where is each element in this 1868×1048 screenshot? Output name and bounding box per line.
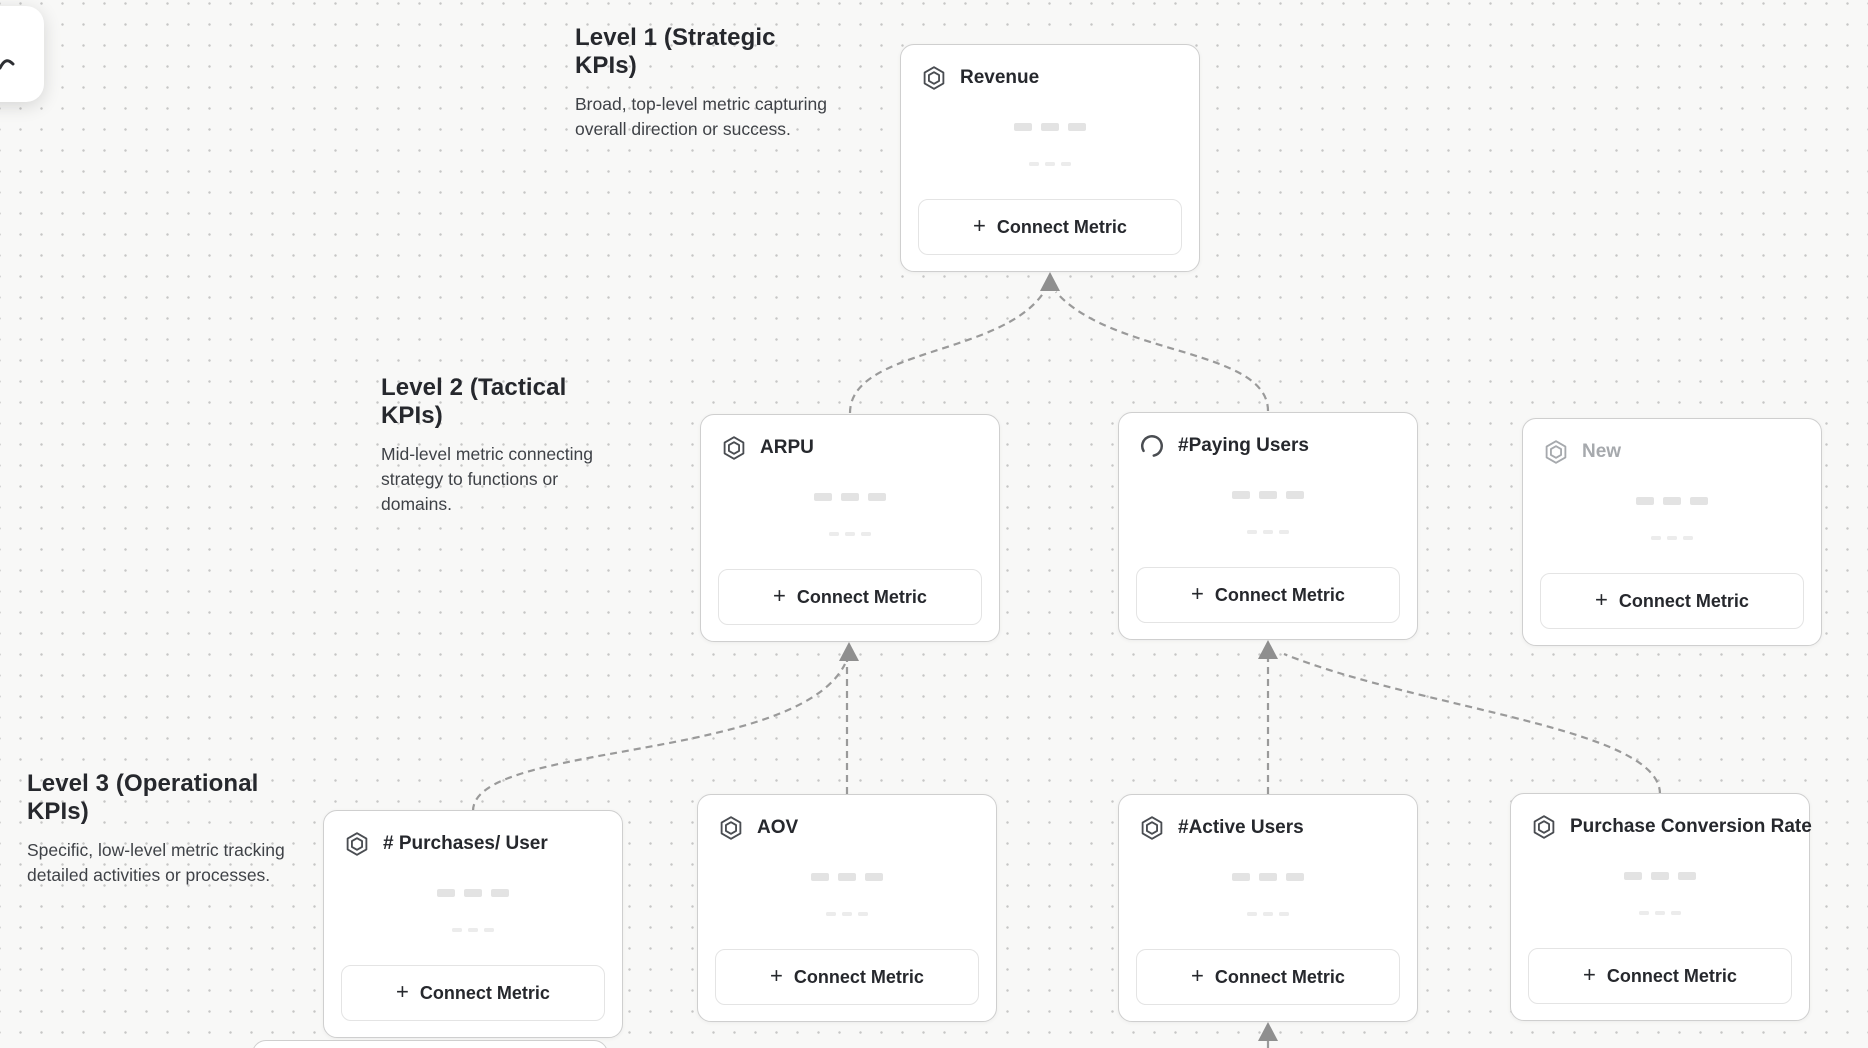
- connector-payingusers-to-revenue: [1055, 291, 1270, 412]
- connect-metric-label: Connect Metric: [796, 586, 927, 607]
- connect-metric-button[interactable]: + Connect Metric: [341, 965, 605, 1021]
- hexagon-icon: [344, 831, 370, 857]
- connect-metric-button[interactable]: + Connect Metric: [1540, 573, 1804, 629]
- connect-metric-label: Connect Metric: [1214, 584, 1345, 605]
- arrowhead-activeusers: [1258, 1022, 1278, 1041]
- card-header: AOV: [698, 795, 996, 841]
- metric-skeleton: [324, 889, 622, 932]
- plus-icon: +: [973, 213, 986, 238]
- metric-card-new[interactable]: New + Connect Metric: [1522, 418, 1822, 646]
- card-header: Purchase Conversion Rate: [1511, 794, 1812, 840]
- arrowhead-payingusers: [1258, 640, 1278, 659]
- metric-card-partial-bottom[interactable]: [252, 1040, 608, 1048]
- level-2-description: Mid-level metric connecting strategy to …: [381, 444, 594, 514]
- corner-toolbar-panel[interactable]: [0, 6, 44, 102]
- arrowhead-revenue: [1040, 272, 1060, 291]
- connect-metric-label: Connect Metric: [1618, 590, 1749, 611]
- plus-icon: +: [1191, 963, 1204, 988]
- card-header: New: [1523, 419, 1821, 465]
- connect-metric-label: Connect Metric: [419, 982, 550, 1003]
- connect-metric-button[interactable]: + Connect Metric: [918, 199, 1182, 255]
- metric-card-arpu[interactable]: ARPU + Connect Metric: [700, 414, 1000, 642]
- spinner-icon: [1139, 433, 1165, 459]
- metric-skeleton: [901, 123, 1199, 166]
- level-3-label: Level 3 (Operational KPIs) Specific, low…: [27, 770, 292, 888]
- metric-card-revenue[interactable]: Revenue + Connect Metric: [900, 44, 1200, 272]
- card-title: New: [1582, 441, 1622, 462]
- connect-metric-label: Connect Metric: [1606, 965, 1737, 986]
- level-2-label: Level 2 (Tactical KPIs) Mid-level metric…: [381, 374, 626, 517]
- metric-card-purchases-per-user[interactable]: # Purchases/ User + Connect Metric: [323, 810, 623, 1038]
- card-title: #Paying Users: [1178, 435, 1309, 456]
- connector-arpu-to-revenue: [848, 291, 1045, 414]
- card-title: ARPU: [760, 437, 814, 458]
- card-title: Revenue: [960, 67, 1040, 88]
- hexagon-icon: [1531, 814, 1557, 840]
- metric-skeleton: [701, 493, 999, 536]
- hexagon-icon: [1543, 439, 1569, 465]
- hexagon-icon: [718, 815, 744, 841]
- connect-metric-label: Connect Metric: [1214, 966, 1345, 987]
- hexagon-icon: [721, 435, 747, 461]
- plus-icon: +: [396, 979, 409, 1004]
- connect-metric-button[interactable]: + Connect Metric: [1136, 949, 1400, 1005]
- plus-icon: +: [770, 963, 783, 988]
- card-header: Revenue: [901, 45, 1199, 91]
- level-2-title: Level 2 (Tactical KPIs): [381, 374, 567, 429]
- level-3-description: Specific, low-level metric tracking deta…: [27, 840, 285, 885]
- connect-metric-button[interactable]: + Connect Metric: [1528, 948, 1792, 1004]
- connect-metric-label: Connect Metric: [793, 966, 924, 987]
- hexagon-icon: [1139, 815, 1165, 841]
- cursor-icon: [0, 59, 15, 70]
- connect-metric-button[interactable]: + Connect Metric: [1136, 567, 1400, 623]
- card-header: #Paying Users: [1119, 413, 1417, 459]
- metric-skeleton: [1119, 873, 1417, 916]
- plus-icon: +: [1583, 962, 1596, 987]
- metric-skeleton: [1511, 872, 1809, 915]
- connect-metric-label: Connect Metric: [996, 216, 1127, 237]
- metric-skeleton: [1119, 491, 1417, 534]
- card-title: AOV: [757, 817, 799, 838]
- metric-card-aov[interactable]: AOV + Connect Metric: [697, 794, 997, 1022]
- card-title: Purchase Conversion Rate: [1570, 816, 1812, 837]
- level-1-title: Level 1 (Strategic KPIs): [575, 24, 776, 79]
- level-3-title: Level 3 (Operational KPIs): [27, 770, 259, 825]
- card-header: #Active Users: [1119, 795, 1417, 841]
- metric-skeleton: [1523, 497, 1821, 540]
- metric-skeleton: [698, 873, 996, 916]
- connect-metric-button[interactable]: + Connect Metric: [715, 949, 979, 1005]
- hexagon-icon: [921, 65, 947, 91]
- plus-icon: +: [1191, 581, 1204, 606]
- card-title: #Active Users: [1178, 817, 1304, 838]
- plus-icon: +: [1595, 587, 1608, 612]
- connector-purchases-to-arpu: [471, 663, 846, 812]
- card-header: # Purchases/ User: [324, 811, 622, 857]
- plus-icon: +: [773, 583, 786, 608]
- connector-pcr-to-payingusers: [1283, 652, 1662, 795]
- metric-card-active-users[interactable]: #Active Users + Connect Metric: [1118, 794, 1418, 1022]
- arrowhead-arpu: [839, 642, 859, 661]
- level-1-label: Level 1 (Strategic KPIs) Broad, top-leve…: [575, 24, 835, 142]
- card-header: ARPU: [701, 415, 999, 461]
- card-title: # Purchases/ User: [383, 833, 548, 854]
- level-1-description: Broad, top-level metric capturing overal…: [575, 94, 827, 139]
- metric-card-purchase-conversion-rate[interactable]: Purchase Conversion Rate + Connect Metri…: [1510, 793, 1812, 1021]
- metric-card-paying-users[interactable]: #Paying Users + Connect Metric: [1118, 412, 1418, 640]
- connect-metric-button[interactable]: + Connect Metric: [718, 569, 982, 625]
